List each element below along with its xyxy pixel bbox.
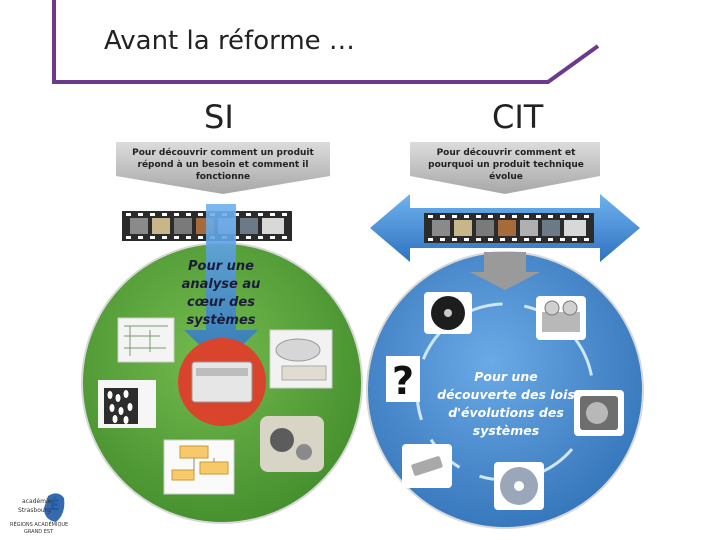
schematic-image [117, 317, 175, 363]
si-circle-text: Pour une analyse au cœur des systèmes [181, 259, 261, 328]
svg-text:É: É [50, 497, 60, 514]
si-band [116, 142, 330, 194]
cit-heading: CIT [492, 98, 544, 136]
mesh-image [98, 380, 156, 428]
motor-image [260, 416, 324, 472]
si-down-arrow [184, 204, 258, 366]
cit-band [410, 142, 600, 194]
cit-down-arrow [470, 252, 540, 290]
hard-drive-icon [574, 390, 624, 436]
si-band-text: Pour découvrir comment un produit répond… [132, 148, 314, 182]
academie-logo: É [44, 493, 65, 522]
block-diagram-image [163, 439, 235, 495]
cd-disc-icon [494, 462, 544, 510]
logo-line4: GRAND EST [24, 529, 54, 535]
vinyl-record-icon [424, 292, 472, 334]
logo-line1: académie [22, 498, 52, 505]
logo-line2: Strasbourg [18, 507, 51, 514]
si-heading: SI [204, 98, 234, 136]
cd-mechanism-image [269, 329, 333, 389]
tape-recorder-icon [536, 296, 586, 340]
slide-title: Avant la réforme … [104, 26, 355, 56]
usb-key-icon [402, 444, 452, 488]
dvd-drive-icon [191, 361, 253, 403]
logo-line3: RÉGIONS ACADÉMIQUE [10, 522, 69, 528]
question-mark-glyph: ? [392, 359, 414, 403]
header-frame [52, 0, 600, 84]
cit-band-text: Pour découvrir comment et pourquoi un pr… [428, 148, 584, 182]
cit-film-strip [424, 213, 594, 243]
cit-circle-text: Pour une découverte des lois d'évolution… [437, 369, 575, 438]
question-mark-icon: ? [386, 356, 420, 403]
